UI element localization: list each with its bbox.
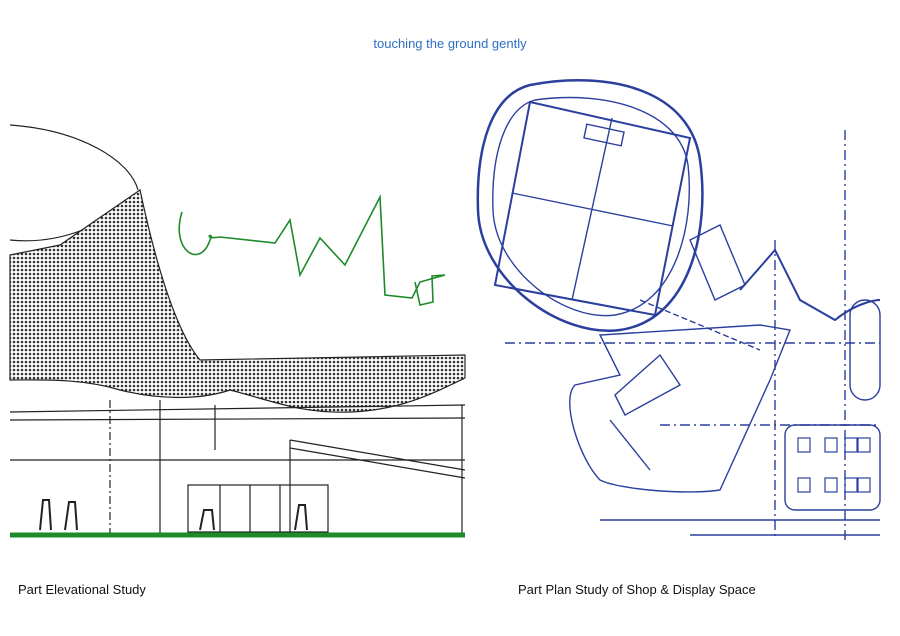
caption-elevational-study: Part Elevational Study — [18, 582, 146, 597]
page-title: touching the ground gently — [373, 36, 527, 51]
canopy-mesh — [9, 188, 466, 413]
caption-plan-study: Part Plan Study of Shop & Display Space — [518, 582, 756, 597]
elevation-drawing — [9, 124, 466, 538]
plan-drawing — [476, 79, 881, 540]
green-ground-line — [178, 193, 446, 306]
